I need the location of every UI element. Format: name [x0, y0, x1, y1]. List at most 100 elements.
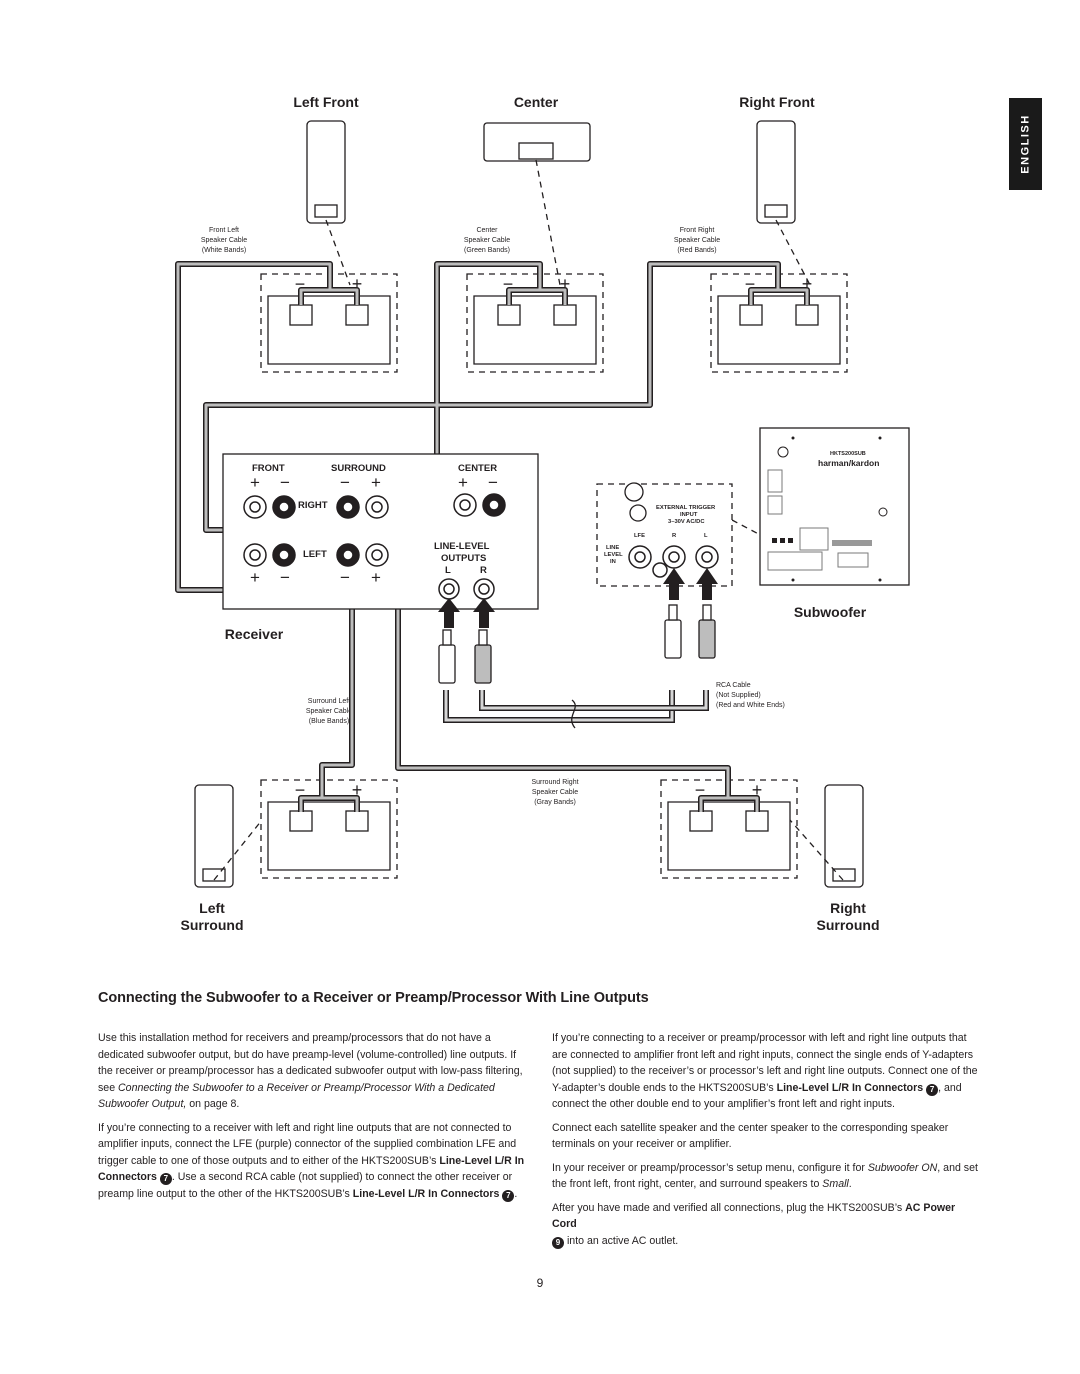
ext-trigger-label-2: INPUT: [680, 512, 698, 518]
sub-l-label: L: [704, 533, 708, 539]
surround-right-cable-label-2: Speaker Cable: [532, 789, 578, 796]
rcv-surround-plus: +: [371, 473, 381, 492]
left-front-speaker: [306, 120, 346, 224]
binding-posts-right: [243, 493, 506, 519]
right-front-speaker: [756, 120, 796, 224]
receiver-r-label: R: [480, 565, 487, 576]
text-span: If you’re connecting to a receiver with …: [98, 1121, 517, 1167]
center-cable-label-1: Center: [476, 227, 498, 234]
right-surround-terminal-box: − +: [660, 779, 798, 879]
receiver-right-label: RIGHT: [298, 500, 328, 511]
rcv-front-minus: −: [280, 473, 290, 492]
text-span: into an active AC outlet.: [564, 1234, 679, 1247]
rca-cable-label-1: RCA Cable: [716, 682, 751, 689]
receiver-left-label: LEFT: [303, 549, 327, 560]
binding-posts-left: [243, 543, 389, 567]
text-span: After you have made and verified all con…: [552, 1201, 906, 1214]
rca-cable: [438, 604, 716, 729]
rcv-center-minus: −: [488, 473, 498, 492]
connector-name: Line-Level L/R In Connectors: [352, 1187, 500, 1200]
right-front-terminal-box: − +: [710, 273, 848, 373]
left-paragraph-1: Use this installation method for receive…: [98, 1030, 528, 1113]
right-surround-plus: +: [752, 780, 763, 800]
connector-name: AC Power Cord: [552, 1201, 956, 1231]
rcv-front-left-minus: −: [280, 568, 290, 587]
center-minus: −: [503, 274, 514, 294]
receiver-panel: FRONT SURROUND CENTER RIGHT LEFT LINE-LE…: [222, 453, 539, 628]
left-surround-title-1: Left: [199, 900, 225, 916]
rcv-surround-left-minus: −: [340, 568, 350, 587]
front-left-cable-label-2: Speaker Cable: [201, 237, 247, 244]
receiver-l-label: L: [445, 565, 451, 576]
receiver-surround-label: SURROUND: [331, 463, 386, 474]
setting-name: Small: [822, 1178, 849, 1190]
receiver-front-label: FRONT: [252, 463, 285, 474]
surround-left-cable-label-3: (Blue Bands): [309, 718, 349, 725]
right-paragraph-3: In your receiver or preamp/processor’s s…: [552, 1160, 982, 1193]
line-level-in-label-2: LEVEL: [604, 552, 623, 558]
front-right-cable-label-1: Front Right: [680, 227, 715, 234]
left-surround-title-2: Surround: [181, 917, 244, 933]
text-span: on page 8.: [186, 1098, 240, 1110]
rcv-surround-left-plus: +: [371, 568, 381, 587]
subwoofer-input-panel: EXTERNAL TRIGGER INPUT 3–30V AC/DC LFE R…: [596, 482, 733, 600]
right-paragraph-2: Connect each satellite speaker and the c…: [552, 1121, 949, 1151]
center-plus: +: [560, 274, 571, 294]
subwoofer-title: Subwoofer: [794, 604, 867, 620]
rcv-front-left-plus: +: [250, 568, 260, 587]
left-surround-plus: +: [352, 780, 363, 800]
right-surround-title-2: Surround: [817, 917, 880, 933]
front-left-cable-label-1: Front Left: [209, 227, 239, 234]
rcv-center-plus: +: [458, 473, 468, 492]
subwoofer-model-label: HKTS200SUB: [830, 451, 866, 457]
line-level-in-label-3: IN: [610, 559, 616, 565]
surround-right-cable-label-1: Surround Right: [531, 779, 578, 786]
left-front-title: Left Front: [293, 94, 359, 110]
text-span: , and set the front left, front right, c…: [552, 1161, 978, 1191]
center-speaker: [483, 122, 591, 162]
surround-right-cable-label-3: (Gray Bands): [534, 799, 576, 806]
sub-r-label: R: [672, 533, 677, 539]
center-title: Center: [514, 94, 559, 110]
callout-number: 7: [926, 1083, 939, 1096]
callout-number: 7: [502, 1189, 515, 1202]
receiver-center-label: CENTER: [458, 463, 497, 474]
right-front-plus: +: [802, 274, 813, 294]
text-span: In your receiver or preamp/processor’s s…: [552, 1161, 868, 1174]
right-surround-speaker: [824, 784, 864, 888]
rcv-front-plus: +: [250, 473, 260, 492]
text-span: Use this installation method for receive…: [98, 1032, 523, 1094]
right-paragraph-4: After you have made and verified all con…: [552, 1200, 982, 1250]
right-front-title: Right Front: [739, 94, 815, 110]
ext-trigger-label-3: 3–30V AC/DC: [668, 519, 705, 525]
center-cable-label-3: (Green Bands): [464, 247, 510, 254]
left-front-plus: +: [352, 274, 363, 294]
rcv-surround-minus: −: [340, 473, 350, 492]
section-title: Connecting the Subwoofer to a Receiver o…: [98, 990, 649, 1006]
text-span: If you’re connecting to a receiver or pr…: [552, 1032, 978, 1094]
text-span: .: [848, 1178, 852, 1190]
center-cable-label-2: Speaker Cable: [464, 237, 510, 244]
left-surround-speaker: [194, 784, 234, 888]
left-surround-terminal-box: − +: [260, 779, 398, 879]
text-span: .: [514, 1187, 518, 1200]
front-right-cable-label-2: Speaker Cable: [674, 237, 720, 244]
setting-name: Subwoofer ON: [867, 1161, 938, 1174]
right-front-minus: −: [745, 274, 756, 294]
surround-left-cable-label-1: Surround Left: [308, 698, 350, 705]
callout-number: 7: [159, 1173, 172, 1185]
text-span: . Use a second RCA cable (not supplied) …: [98, 1171, 513, 1200]
receiver-outputs-label: OUTPUTS: [441, 553, 486, 564]
text-span: , and connect the other double end to yo…: [552, 1081, 962, 1111]
line-level-in-label-1: LINE: [606, 545, 619, 551]
language-tab: ENGLISH: [1009, 98, 1042, 190]
surround-left-cable-label-2: Speaker Cable: [306, 708, 352, 715]
left-front-minus: −: [295, 274, 306, 294]
receiver-title: Receiver: [225, 626, 284, 642]
callout-number: 9: [552, 1236, 564, 1249]
harman-kardon-logo: harman/kardon: [818, 458, 879, 468]
subwoofer-rear-panel: HKTS200SUB harman/kardon: [759, 427, 910, 586]
connector-name: Line-Level L/R In Connectors: [776, 1081, 924, 1094]
rca-cable-label-2: (Not Supplied): [716, 692, 761, 699]
rca-cable-label-3: (Red and White Ends): [716, 702, 785, 709]
